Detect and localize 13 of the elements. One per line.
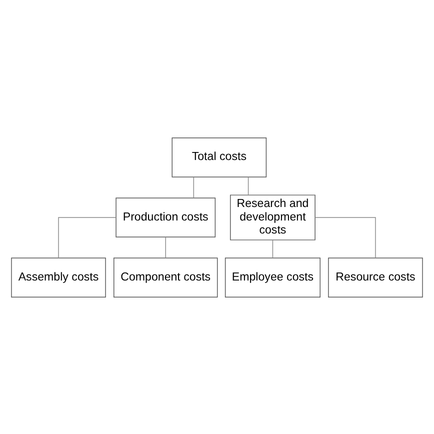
node-box: Production costs — [116, 197, 216, 237]
node-box: Employee costs — [224, 257, 320, 297]
connector — [165, 236, 166, 258]
connector — [58, 216, 116, 258]
connector — [193, 176, 194, 198]
node-box: Total costs — [172, 137, 267, 177]
connector — [314, 216, 376, 258]
node-box: Assembly costs — [11, 257, 106, 297]
node-box: Component costs — [114, 257, 218, 297]
connector — [272, 239, 274, 258]
connector — [248, 176, 249, 195]
node-box: Resource costs — [328, 257, 423, 297]
node-box: Research and development costs — [230, 194, 316, 240]
